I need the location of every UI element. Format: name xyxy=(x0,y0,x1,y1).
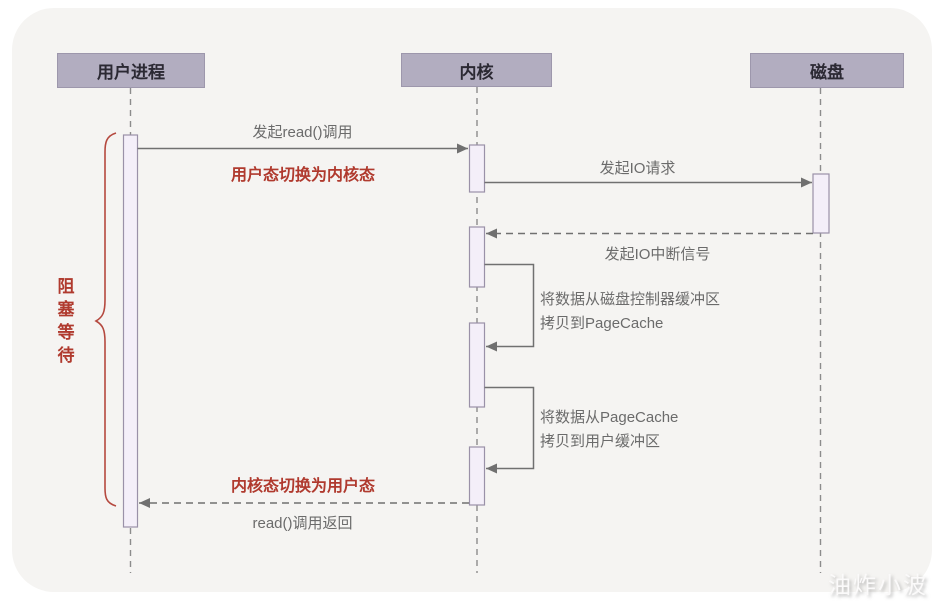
watermark: 油炸小波 xyxy=(828,572,928,598)
message-label-copy-to-userbuffer: 将数据从PageCache 拷贝到用户缓冲区 xyxy=(540,406,830,454)
activation-bar-kernel-2 xyxy=(468,226,486,288)
activation-bar-user-process xyxy=(122,134,139,528)
activation-bar-kernel-4 xyxy=(468,446,486,506)
message-label-io-interrupt: 发起IO中断信号 xyxy=(604,246,711,263)
activation-bar-kernel-3 xyxy=(468,322,486,408)
note-blocking-wait: 阻塞等待 xyxy=(57,277,75,365)
actor-box-kernel: 内核 xyxy=(401,53,552,87)
message-label-read-call: 发起read()调用 xyxy=(252,124,353,141)
blocking-wait-brace xyxy=(94,132,117,507)
copy-to-userbuffer-line1: 将数据从PageCache xyxy=(540,409,679,426)
note-switch-to-user: 内核态切换为用户态 xyxy=(230,478,375,495)
activation-bar-kernel-1 xyxy=(468,144,486,193)
message-label-read-return: read()调用返回 xyxy=(252,515,353,532)
activation-bar-disk xyxy=(812,173,830,234)
copy-to-pagecache-line2: 拷贝到PageCache xyxy=(540,315,664,332)
copy-to-userbuffer-line2: 拷贝到用户缓冲区 xyxy=(540,433,661,450)
actor-box-user-process: 用户进程 xyxy=(57,53,205,88)
actor-box-disk: 磁盘 xyxy=(750,53,904,88)
actor-label-user-process: 用户进程 xyxy=(97,63,165,82)
copy-to-pagecache-line1: 将数据从磁盘控制器缓冲区 xyxy=(540,291,721,308)
arrow-self-copy-pagecache xyxy=(484,263,535,352)
message-label-copy-to-pagecache: 将数据从磁盘控制器缓冲区 拷贝到PageCache xyxy=(540,288,830,336)
arrow-self-copy-userbuffer xyxy=(484,386,535,474)
message-label-io-request: 发起IO请求 xyxy=(599,160,676,177)
actor-label-kernel: 内核 xyxy=(459,62,494,82)
note-switch-to-kernel: 用户态切换为内核态 xyxy=(230,167,375,184)
actor-label-disk: 磁盘 xyxy=(810,63,844,82)
